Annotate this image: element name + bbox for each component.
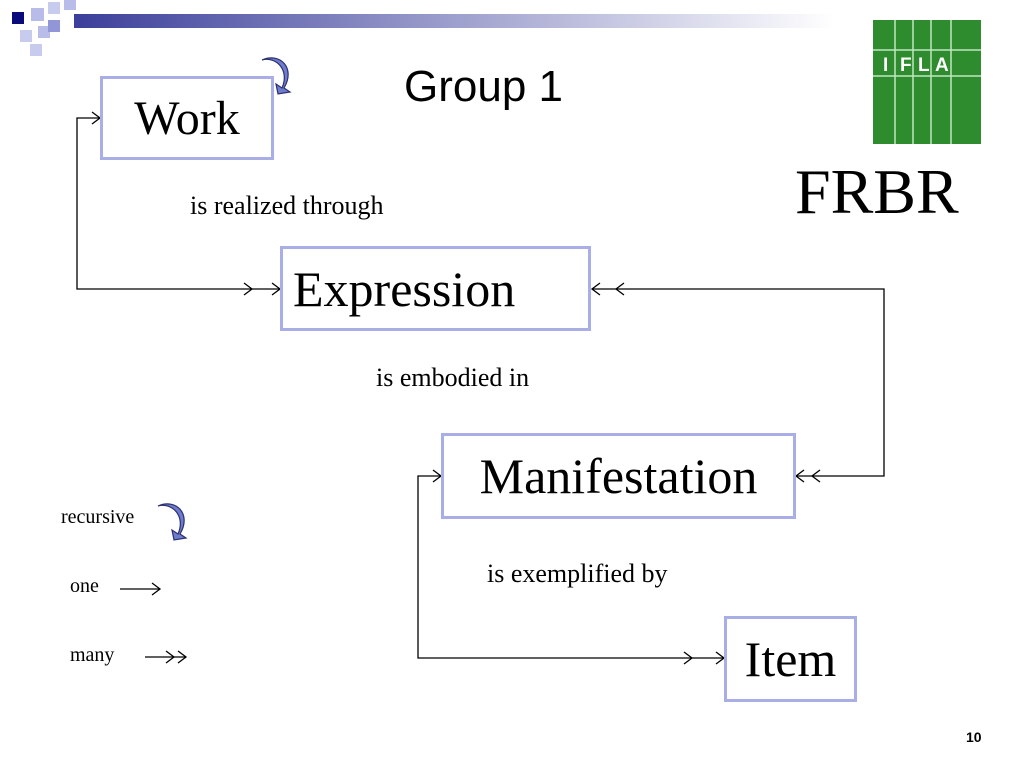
recursive-arrow-icon (261, 57, 292, 95)
one-arrow-icon (120, 582, 162, 596)
legend-one-label: one (70, 575, 99, 597)
expression-many-arrow-left (590, 282, 625, 296)
logo-letter-a: A (935, 55, 949, 76)
manifestation-many-arrow-right (794, 469, 821, 483)
expression-box: Expression (280, 246, 591, 331)
frbr-heading: FRBR (795, 156, 959, 227)
slide-title: Group 1 (404, 62, 563, 111)
logo-letter-l: L (918, 55, 930, 76)
recursive-arrow-icon (157, 503, 188, 541)
manifestation-label: Manifestation (479, 448, 758, 504)
work-box: Work (100, 76, 274, 160)
manifestation-box: Manifestation (441, 433, 796, 519)
page-number: 10 (966, 729, 982, 745)
ifla-logo: I F L A (873, 20, 981, 144)
many-arrow-icon (145, 650, 188, 664)
expression-label: Expression (293, 260, 516, 317)
logo-letter-i: I (883, 55, 888, 76)
work-label: Work (134, 91, 240, 145)
item-label: Item (744, 631, 837, 687)
logo-letter-f: F (900, 55, 912, 76)
relationship-embodied-label: is embodied in (376, 363, 530, 392)
item-box: Item (724, 616, 857, 702)
header-gradient-bar (74, 14, 834, 28)
relationship-realized-label: is realized through (190, 191, 384, 220)
expression-manifestation-connector (592, 288, 885, 477)
relationship-exemplified-label: is exemplified by (487, 559, 668, 588)
header-squares (12, 0, 76, 56)
legend-many-label: many (70, 644, 115, 666)
legend-recursive-label: recursive (61, 506, 135, 528)
manifestation-item-connector (417, 475, 724, 659)
work-expression-connector (76, 117, 280, 290)
